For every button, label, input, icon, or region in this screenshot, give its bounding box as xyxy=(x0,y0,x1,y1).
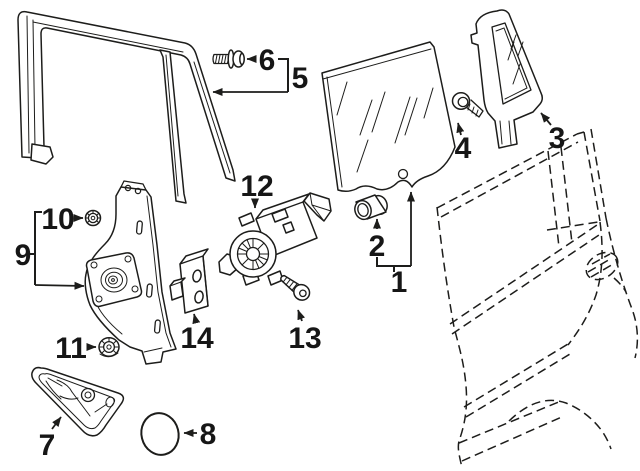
quarter-glass-screw xyxy=(451,92,484,118)
callouts: 1 2 3 4 5 6 7 8 9 10 11 12 xyxy=(15,44,566,462)
door-glass xyxy=(321,41,456,193)
callout-8-label: 8 xyxy=(200,418,217,451)
callout-9-label: 9 xyxy=(15,239,32,272)
callout-5-bracket xyxy=(278,58,289,92)
callout-2-label: 2 xyxy=(369,230,386,263)
run-channel-frame xyxy=(17,10,236,204)
bolt xyxy=(212,49,245,69)
callout-9-bracket xyxy=(30,211,42,285)
callout-14-leader xyxy=(192,313,201,325)
callout-3-leader xyxy=(540,112,552,126)
motor-gear-spokes xyxy=(237,238,269,270)
glass-spacer xyxy=(354,194,388,221)
callout-4-label: 4 xyxy=(455,132,472,165)
regulator-mount-plate xyxy=(85,252,143,308)
callout-1-label: 1 xyxy=(391,266,408,299)
guide-bracket xyxy=(169,248,209,314)
callout-13-leader xyxy=(297,309,306,322)
run-channel-division-strip xyxy=(159,49,187,204)
callout-10-label: 10 xyxy=(41,203,74,236)
callout-9-leader xyxy=(34,281,85,290)
callout-6-label: 6 xyxy=(259,44,276,77)
callout-11-label: 11 xyxy=(55,332,87,365)
callout-5-label: 5 xyxy=(292,62,309,95)
callout-4-leader xyxy=(456,122,465,136)
access-plug xyxy=(140,412,180,456)
regulator-clip-lower xyxy=(98,337,120,358)
quarter-glass xyxy=(470,9,544,149)
corner-seal xyxy=(31,366,125,437)
callout-12-label: 12 xyxy=(240,170,273,203)
run-channel-foot xyxy=(30,143,54,165)
callout-7-leader xyxy=(51,416,62,430)
glass-reflection-hatching xyxy=(336,81,434,173)
callout-13-label: 13 xyxy=(288,322,321,355)
callout-3-label: 3 xyxy=(549,122,566,155)
door-shell-outline xyxy=(436,128,639,469)
callout-14-label: 14 xyxy=(180,322,214,355)
callout-7-label: 7 xyxy=(39,429,56,462)
window-motor xyxy=(218,192,332,286)
motor-screw xyxy=(280,274,311,301)
callout-1-bracket xyxy=(376,257,411,272)
door-handle-outline xyxy=(585,251,627,293)
regulator-clip-upper xyxy=(84,209,102,227)
window-regulator xyxy=(84,180,177,365)
